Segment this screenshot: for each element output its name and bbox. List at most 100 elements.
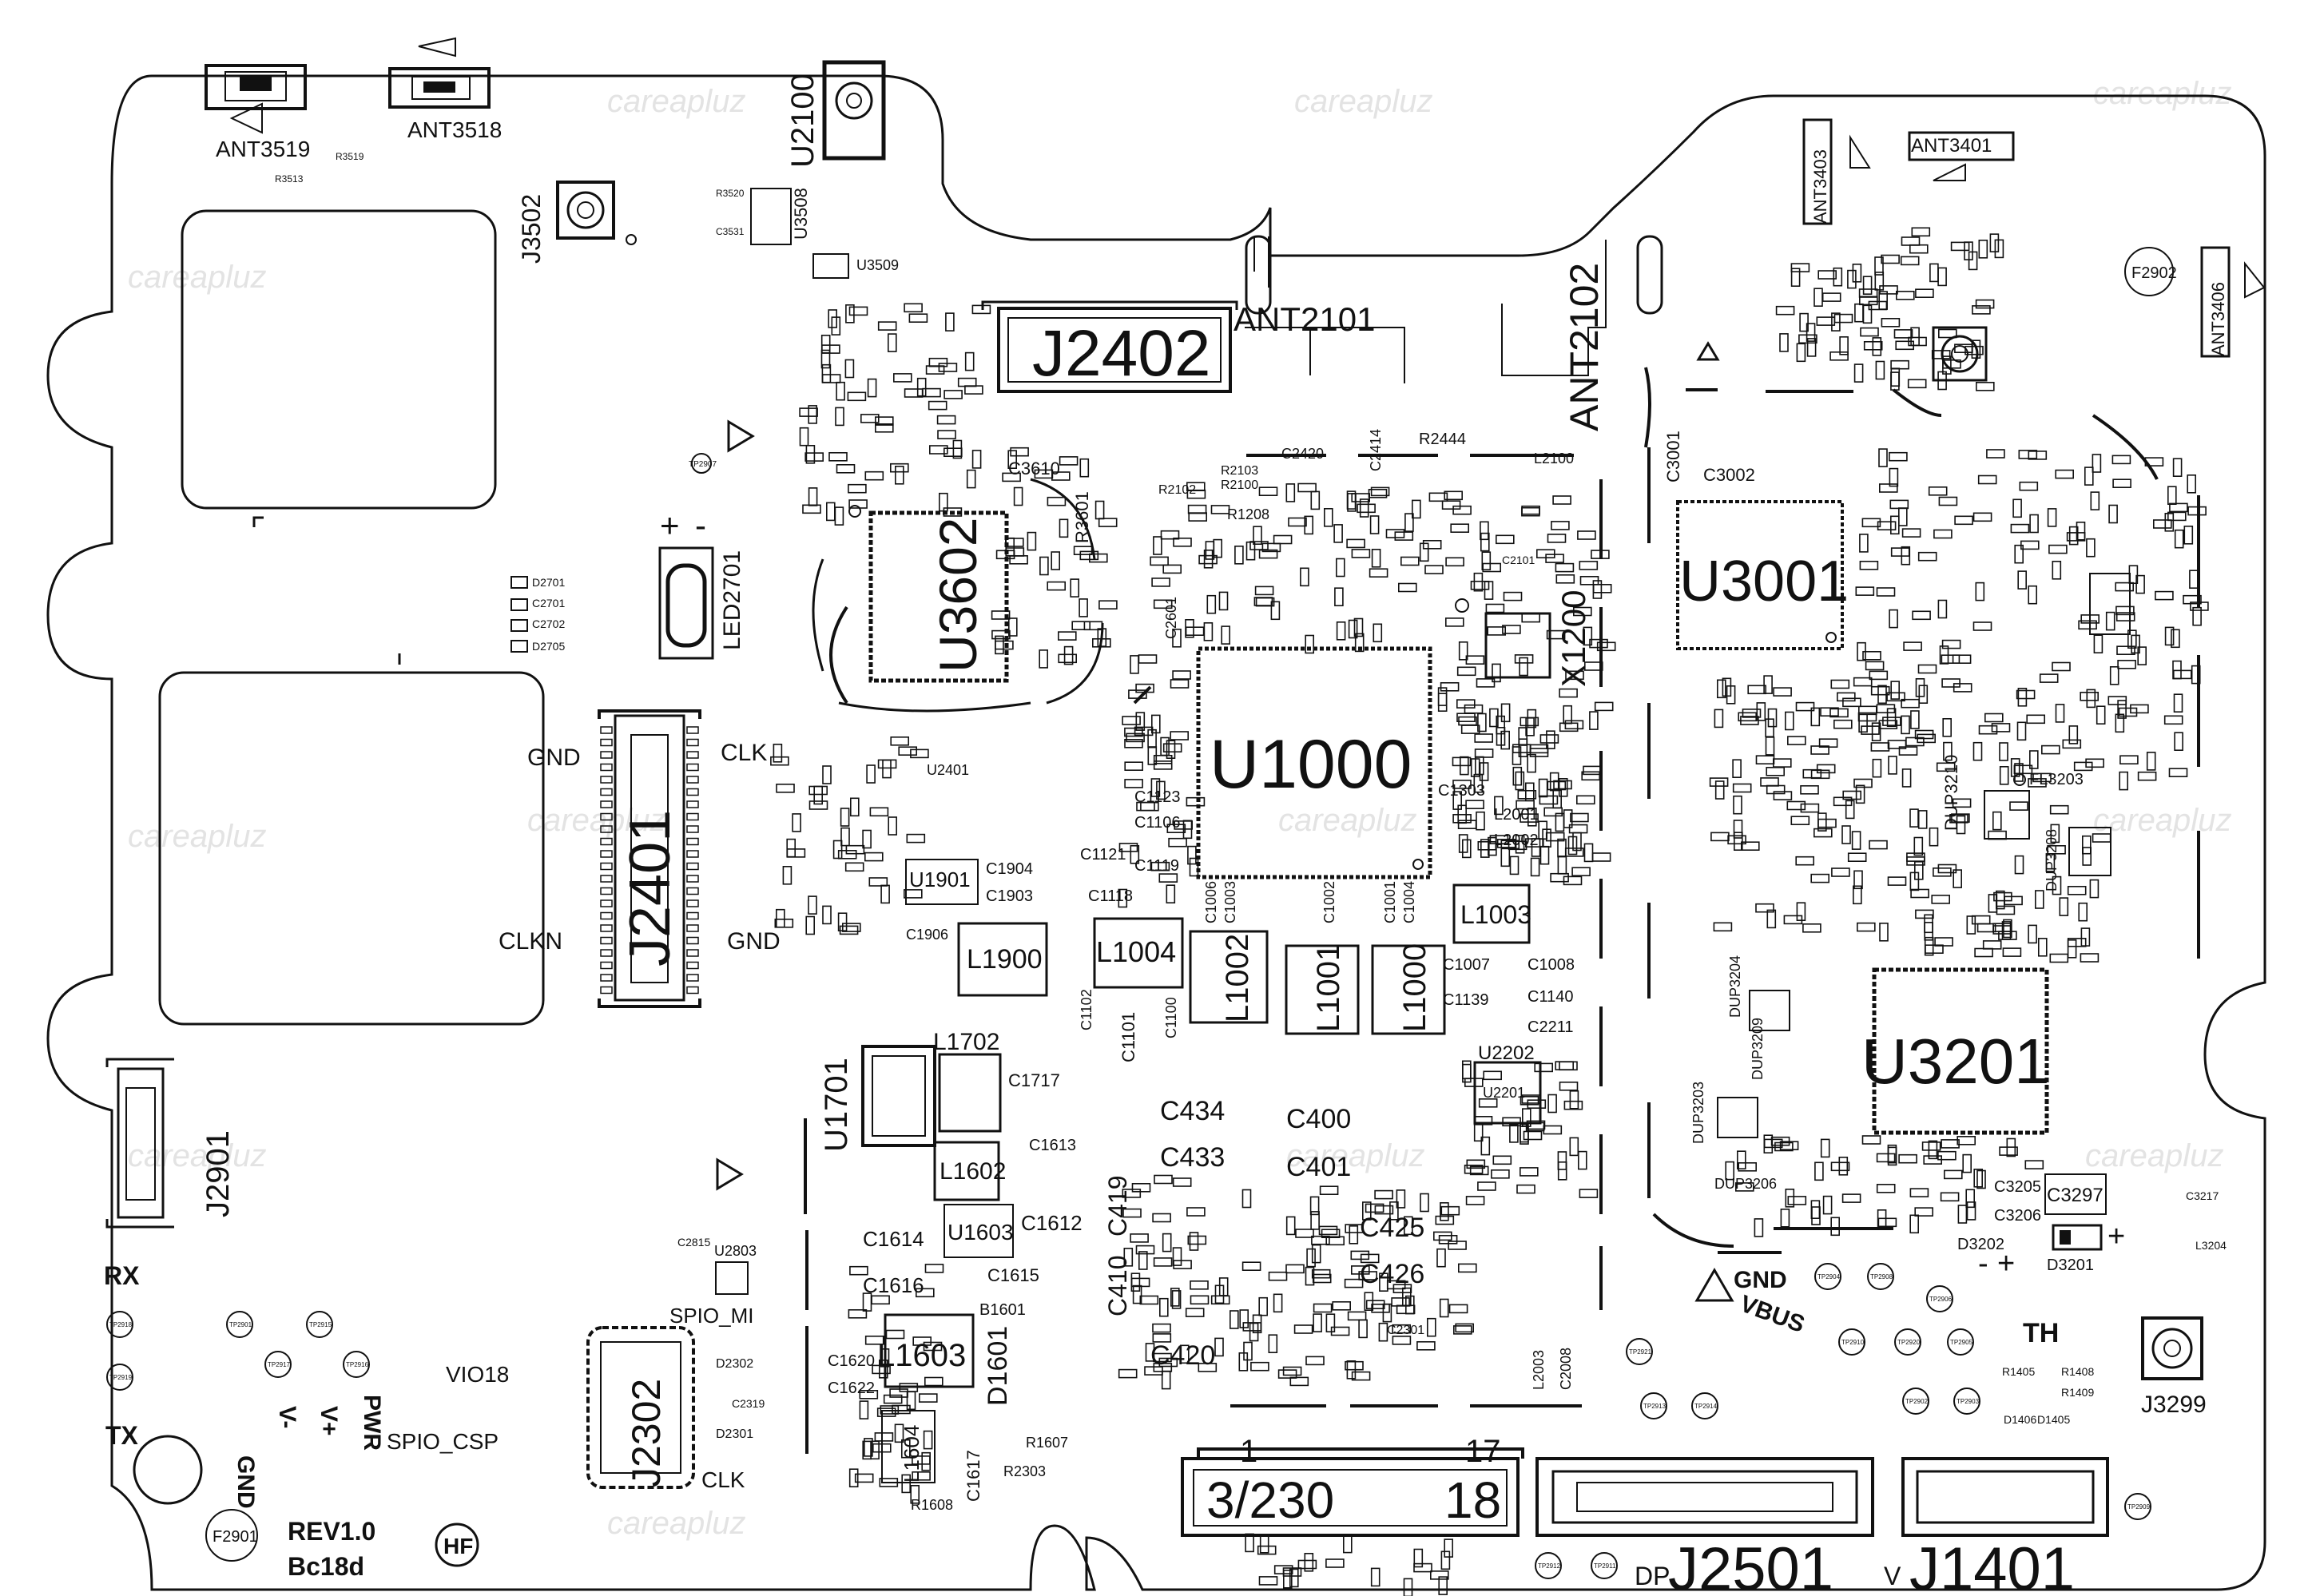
- passive-component: [828, 309, 837, 328]
- passive-component: [1385, 529, 1405, 538]
- passive-component: [848, 306, 868, 316]
- watermark: careapluz: [2093, 803, 2231, 838]
- passive-component: [1817, 812, 1827, 832]
- c2601-label: C2601: [1163, 597, 1179, 639]
- passive-component: [1311, 1244, 1321, 1264]
- passive-component: [1839, 335, 1849, 355]
- passive-component: [2107, 696, 2127, 705]
- l1602-label: L1602: [940, 1158, 1006, 1185]
- passive-component: [1441, 500, 1461, 510]
- passive-component: [1876, 704, 1896, 714]
- passive-component: [1855, 784, 1865, 804]
- u1901-label: U1901: [909, 867, 971, 891]
- u1603-label: U1603: [947, 1220, 1014, 1245]
- passive-component: [862, 1292, 872, 1312]
- c426-label: C426: [1360, 1259, 1424, 1289]
- ant3518-label: ANT3518: [407, 117, 502, 142]
- passive-component: [1810, 873, 1829, 883]
- x1200: X1200: [1455, 590, 1592, 687]
- test-point-label: TP2920: [1897, 1339, 1921, 1346]
- passive-component: [2086, 538, 2096, 558]
- ant3518: ANT3518: [388, 37, 502, 142]
- connector-pin: [600, 911, 613, 920]
- passive-component: [1131, 1183, 1151, 1193]
- passive-component: [943, 507, 963, 517]
- passive-component: [1364, 1292, 1374, 1311]
- passive-component: [1796, 902, 1806, 921]
- board-outline: [46, 74, 2266, 1591]
- c1620-label: C1620: [828, 1352, 875, 1370]
- passive-component: [875, 423, 894, 433]
- connector-pin: [600, 738, 613, 747]
- passive-component: [1373, 623, 1383, 643]
- passive-component: [1173, 1260, 1192, 1269]
- passive-component: [1522, 1108, 1531, 1127]
- passive-component: [1094, 500, 1105, 520]
- passive-component: [1285, 1216, 1296, 1236]
- passive-component: [1906, 856, 1925, 866]
- watermark: careapluz: [607, 84, 745, 119]
- l1001-label: L1001: [1311, 943, 1346, 1032]
- passive-component: [2155, 590, 2174, 601]
- r2303-label: R2303: [1003, 1463, 1046, 1479]
- d2705-body: [510, 640, 528, 653]
- passive-component: [899, 1383, 919, 1392]
- plus-mark: +: [1997, 1247, 2015, 1280]
- passive-component: [2187, 506, 2207, 516]
- passive-component: [1833, 313, 1853, 324]
- passive-component: [850, 797, 860, 817]
- passive-component: [901, 1474, 911, 1494]
- passive-component: [2080, 927, 2091, 947]
- passive-component: [1130, 1233, 1149, 1243]
- passive-component: [1158, 1357, 1178, 1368]
- passive-component: [1953, 683, 1972, 693]
- passive-component: [2137, 771, 2157, 781]
- passive-component: [1008, 617, 1018, 637]
- passive-component: [1552, 495, 1571, 505]
- dup3204-body: [1749, 990, 1790, 1031]
- passive-component: [1464, 1165, 1484, 1174]
- passive-component: [2048, 544, 2068, 554]
- passive-component: [1288, 517, 1307, 527]
- passive-component: [1773, 791, 1793, 800]
- passive-component: [1570, 812, 1589, 823]
- passive-component: [1161, 1370, 1171, 1390]
- passive-component: [1362, 1201, 1372, 1221]
- u1901-body: [905, 859, 979, 905]
- passive-component: [2096, 705, 2106, 725]
- passive-component: [2059, 897, 2069, 916]
- passive-component: [1047, 496, 1067, 506]
- minus-mark: -: [1978, 1247, 1988, 1280]
- passive-component: [1360, 1253, 1380, 1264]
- passive-component: [1971, 915, 1991, 925]
- passive-component: [1153, 760, 1173, 770]
- fl3203-label: FL3203: [2029, 771, 2084, 788]
- passive-component: [1358, 1319, 1368, 1339]
- passive-component: [2172, 458, 2183, 478]
- passive-component: [936, 415, 956, 425]
- passive-component: [840, 827, 850, 847]
- pin-vio18-label: VIO18: [446, 1362, 509, 1387]
- connector-pin: [686, 949, 699, 957]
- c2701-label: C2701: [532, 597, 565, 609]
- passive-component: [890, 463, 909, 473]
- passive-component: [1838, 1157, 1849, 1176]
- passive-component: [1172, 1177, 1192, 1187]
- u3602-label: U3602: [928, 518, 987, 673]
- passive-component: [1747, 685, 1766, 695]
- passive-component: [1258, 1576, 1278, 1586]
- passive-component: [2108, 504, 2118, 524]
- passive-component: [2168, 768, 2188, 778]
- tx-label: TX: [105, 1421, 139, 1450]
- passive-component: [1123, 1248, 1134, 1267]
- passive-component: [1462, 1063, 1472, 1083]
- j2401: J2401: [598, 709, 701, 1008]
- passive-component: [2003, 919, 2012, 939]
- passive-component: [1151, 714, 1161, 734]
- r1208-label: R1208: [1227, 506, 1269, 522]
- passive-component: [1098, 518, 1118, 527]
- passive-component: [1313, 1313, 1322, 1332]
- passive-component: [1857, 641, 1866, 661]
- u3001: U3001: [1676, 500, 1849, 650]
- passive-component: [1855, 586, 1875, 596]
